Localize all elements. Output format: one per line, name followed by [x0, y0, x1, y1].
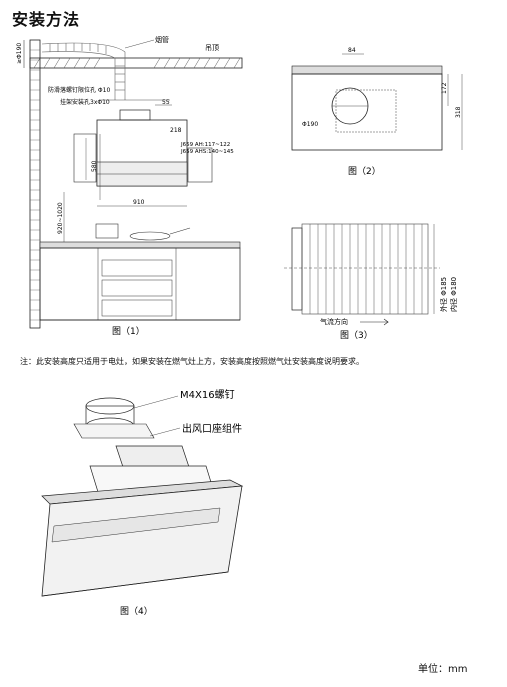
fig1-ceiling-label: 吊顶 — [205, 44, 219, 52]
fig2-dim-318: 318 — [455, 106, 462, 118]
fig1-caption: 图（1） — [112, 326, 145, 337]
figure-3-duct-diagram: 外径 Φ185 内径 Φ180 气流方向 图（3） — [284, 223, 458, 341]
fig3-caption: 图（3） — [340, 330, 373, 341]
fig1-model-a: J659 AH:117~122 — [180, 142, 230, 148]
fig1-dim-910: 910 — [133, 199, 145, 206]
figure-4-exploded-hood-diagram: M4X16螺钉 出风口座组件 图（4） — [41, 389, 244, 617]
fig1-dim-920-1020: 920~1020 — [57, 202, 64, 234]
fig3-airflow-label: 气流方向 — [320, 317, 348, 326]
airflow-arrow-icon — [360, 318, 389, 326]
unit-label: 单位：mm — [418, 664, 468, 675]
figure-1-kitchen-install-diagram: ≥Φ190 防滑落螺钉限位孔 Φ10 挂架安装孔3xΦ10 55 218 J65… — [16, 35, 243, 337]
installation-note: 注：此安装高度只适用于电灶，如果安装在燃气灶上方，安装高度按照燃气灶安装高度说明… — [20, 357, 364, 366]
fig1-dim-190: ≥Φ190 — [16, 43, 23, 64]
fig4-caption: 图（4） — [120, 606, 153, 617]
page-title: 安装方法 — [12, 10, 81, 29]
fig2-dim-172: 172 — [441, 82, 448, 94]
fig1-dim-55: 55 — [162, 99, 170, 106]
figure-2-top-view-diagram: 84 172 318 Φ190 图（2） — [291, 47, 463, 177]
fig4-screw-label: M4X16螺钉 — [180, 389, 235, 401]
fig2-dim-84: 84 — [348, 47, 356, 54]
fig3-outer-diameter: 外径 Φ185 — [439, 277, 448, 312]
fig4-outlet-label: 出风口座组件 — [182, 422, 242, 435]
fig1-dim-580: 580 — [91, 160, 98, 172]
fig3-inner-diameter: 内径 Φ180 — [449, 277, 458, 312]
fig2-caption: 图（2） — [348, 166, 381, 177]
fig2-dim-190: Φ190 — [302, 121, 318, 128]
fig1-model-b: J659 AHS:140~145 — [180, 149, 234, 155]
fig1-dim-218: 218 — [170, 127, 182, 134]
fig1-bracket-hole-label: 挂架安装孔3xΦ10 — [60, 98, 110, 106]
fig1-chimney-label: 烟管 — [155, 35, 169, 44]
fig1-screw-limit-label: 防滑落螺钉限位孔 Φ10 — [48, 86, 110, 94]
